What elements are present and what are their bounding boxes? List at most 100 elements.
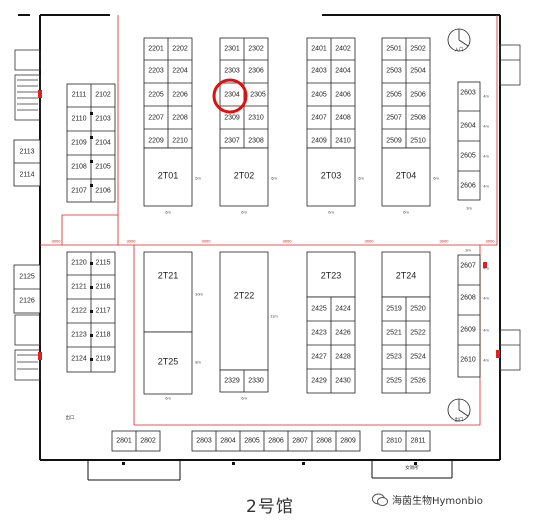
dim-label: 6m [328, 209, 334, 215]
booth-2123: 2123 [71, 331, 87, 339]
dim-label: 3m [465, 247, 471, 253]
booth-2429: 2429 [311, 377, 327, 385]
booth-2604: 2604 [460, 122, 476, 130]
booth-2116: 2116 [95, 283, 111, 291]
booth-2118: 2118 [95, 331, 111, 339]
booth-2406: 2406 [335, 91, 351, 99]
booth-2502: 2502 [410, 45, 426, 53]
booth-2503: 2503 [386, 67, 402, 75]
booth-2303: 2303 [224, 67, 240, 75]
booth-2802: 2802 [140, 437, 156, 445]
aisle-width-label: 3000 [282, 238, 292, 244]
booth-2510: 2510 [410, 137, 426, 145]
booth-2305: 2305 [250, 91, 266, 99]
booth-2301: 2301 [224, 45, 240, 53]
booth-2519: 2519 [386, 305, 402, 313]
exit-label: 出口 [454, 417, 464, 422]
booth-2109: 2109 [71, 139, 87, 147]
booth-2201: 2201 [148, 45, 164, 53]
booth-2329: 2329 [224, 377, 240, 385]
booth-2206: 2206 [172, 91, 188, 99]
booth-2T22: 2T22 [233, 290, 255, 301]
aisle-width-label: 3000 [201, 238, 211, 244]
dim-label: 6m [241, 209, 247, 215]
dim-label: 4m [483, 327, 489, 333]
booth-2T03: 2T03 [320, 170, 342, 181]
booth-2306: 2306 [248, 67, 264, 75]
booth-2407: 2407 [311, 114, 327, 122]
booth-2505: 2505 [386, 91, 402, 99]
dim-label: 11m [270, 313, 278, 319]
booth-2423: 2423 [311, 329, 327, 337]
booth-2805: 2805 [244, 437, 260, 445]
booth-2125: 2125 [19, 273, 35, 281]
booth-2426: 2426 [335, 329, 351, 337]
aisle-width-label: 3000 [126, 238, 136, 244]
booth-2202: 2202 [172, 45, 188, 53]
dim-label: 6m [403, 209, 409, 215]
booth-2330: 2330 [248, 377, 264, 385]
booth-2113: 2113 [19, 148, 35, 156]
hall-title: 2号馆 [246, 497, 294, 517]
booth-2204: 2204 [172, 67, 188, 75]
booth-2207: 2207 [148, 114, 164, 122]
dim-label: 6m [358, 175, 364, 181]
booth-2520: 2520 [410, 305, 426, 313]
booth-2525: 2525 [386, 377, 402, 385]
booth-2603: 2603 [460, 89, 476, 97]
booth-2124: 2124 [71, 355, 87, 363]
booth-2425: 2425 [311, 305, 327, 313]
aisle-width-label: 3000 [439, 238, 449, 244]
booth-blocks [13, 37, 481, 452]
booth-2105: 2105 [95, 163, 111, 171]
booth-2424: 2424 [335, 305, 351, 313]
booth-2T24: 2T24 [395, 270, 417, 281]
booth-2608: 2608 [460, 294, 476, 302]
booth-2607: 2607 [460, 262, 476, 270]
booth-2126: 2126 [19, 297, 35, 305]
dim-label: 4m [483, 295, 489, 301]
booth-2309: 2309 [224, 114, 240, 122]
red-door-marks [38, 90, 500, 360]
booth-2811: 2811 [410, 437, 426, 445]
booth-2806: 2806 [268, 437, 284, 445]
booth-2410: 2410 [335, 137, 351, 145]
aisle-width-label: 3000 [485, 238, 495, 244]
dim-label: 6m [165, 395, 171, 401]
booth-2404: 2404 [335, 67, 351, 75]
booth-2121: 2121 [71, 283, 87, 291]
booth-2205: 2205 [148, 91, 164, 99]
booth-2117: 2117 [95, 307, 111, 315]
booth-2104: 2104 [95, 139, 111, 147]
booth-2307: 2307 [224, 137, 240, 145]
restroom-label: 女厕所 [405, 465, 419, 470]
dim-label: 3m [466, 205, 472, 211]
booth-2810: 2810 [386, 437, 402, 445]
booth-2509: 2509 [386, 137, 402, 145]
booth-2808: 2808 [316, 437, 332, 445]
booth-2106: 2106 [95, 187, 111, 195]
booth-2524: 2524 [410, 353, 426, 361]
dim-label: 6m [241, 395, 247, 401]
dim-label: 4m [483, 357, 489, 363]
booth-2803: 2803 [196, 437, 212, 445]
booth-2111: 2111 [71, 91, 87, 99]
booth-2408: 2408 [335, 114, 351, 122]
dim-label: 4m [483, 153, 489, 159]
aisle-width-label: 3000 [364, 238, 374, 244]
booth-2115: 2115 [95, 259, 111, 267]
watermark: 海茵生物Hymonbio [372, 492, 483, 507]
dim-label: 6m [433, 175, 439, 181]
booth-2209: 2209 [148, 137, 164, 145]
left-side-structures [14, 49, 41, 381]
dim-label: 4m [483, 265, 489, 271]
booth-2804: 2804 [220, 437, 236, 445]
booth-2310: 2310 [248, 114, 264, 122]
booth-2119: 2119 [95, 355, 111, 363]
booth-2302: 2302 [248, 45, 264, 53]
entrance-label: 入口 [454, 47, 464, 52]
booth-2401: 2401 [311, 45, 327, 53]
booth-2308: 2308 [248, 137, 264, 145]
right-side-structures [499, 44, 521, 371]
